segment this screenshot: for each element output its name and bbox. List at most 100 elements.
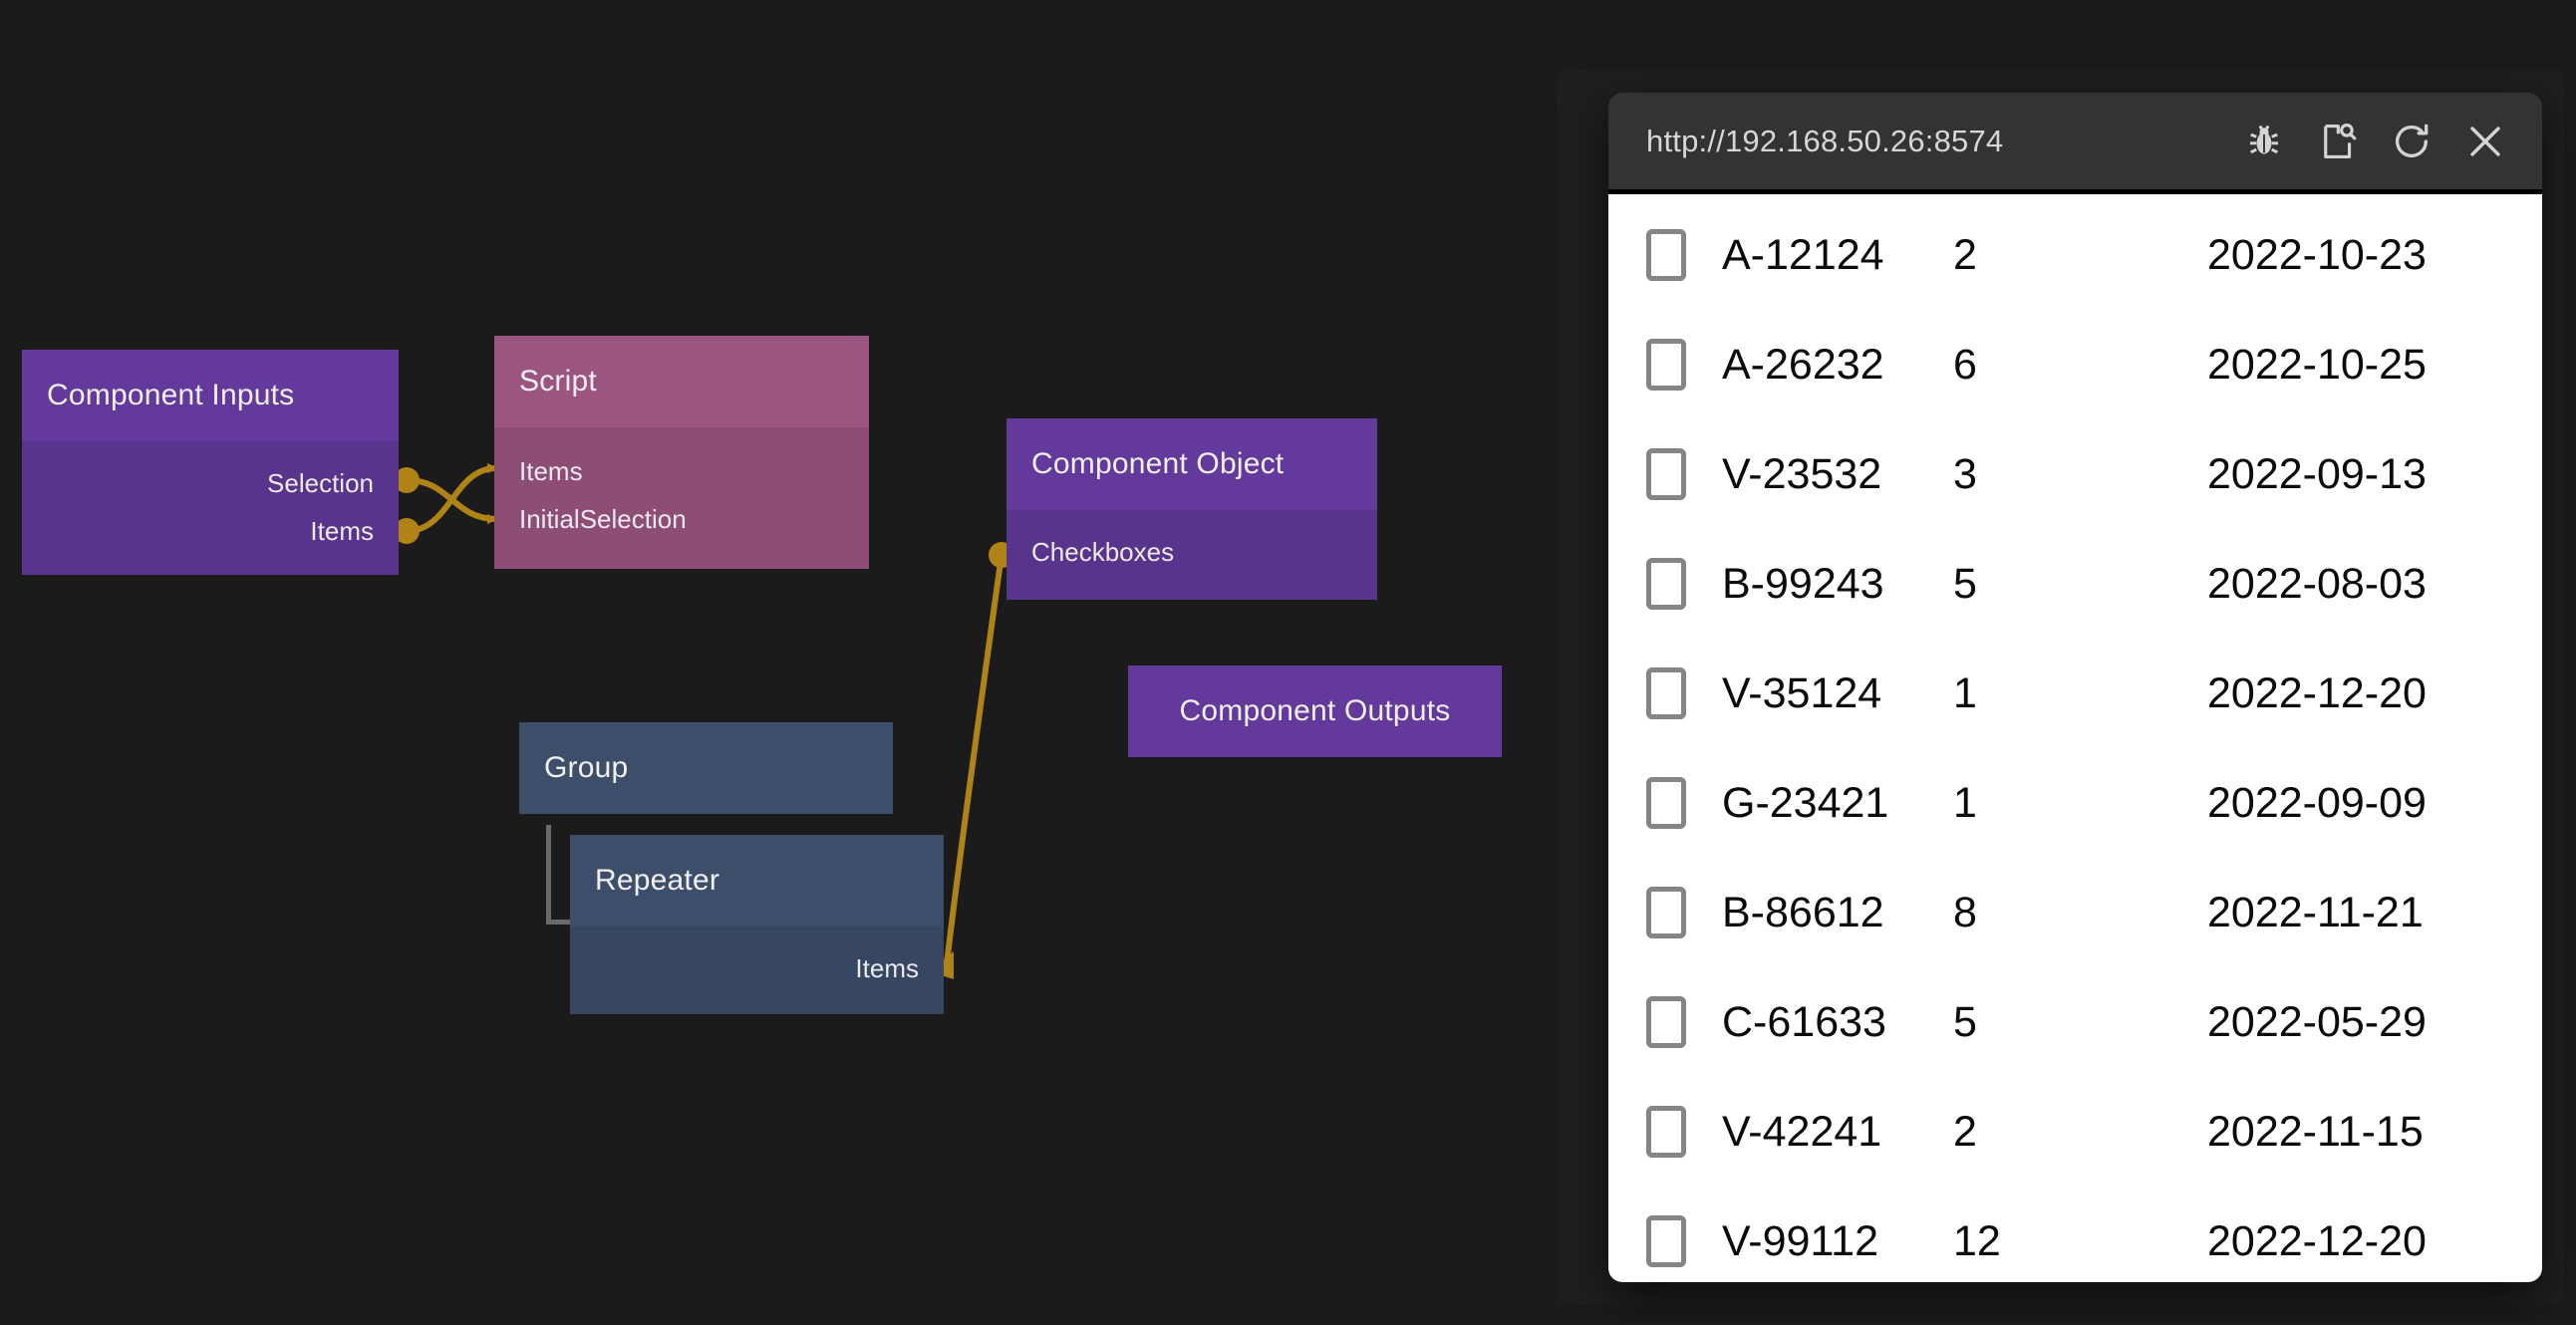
row-quantity: 5 bbox=[1953, 997, 1977, 1046]
row-date: 2022-08-03 bbox=[2207, 559, 2427, 608]
page-inspect-icon[interactable] bbox=[2307, 111, 2369, 172]
port-selection-label: Selection bbox=[267, 467, 374, 498]
port-repeater-items-label: Items bbox=[855, 952, 919, 983]
row-quantity: 6 bbox=[1953, 340, 1977, 389]
row-checkbox[interactable] bbox=[1646, 558, 1686, 610]
node-repeater-header: Repeater bbox=[570, 835, 944, 927]
node-component-inputs-header: Component Inputs bbox=[22, 350, 399, 441]
row-date: 2022-10-23 bbox=[2207, 230, 2427, 279]
node-component-inputs[interactable]: Component Inputs Selection Items bbox=[22, 350, 399, 575]
table-row[interactable]: V-23532 3 2022-09-13 bbox=[1608, 419, 2542, 529]
node-script-header: Script bbox=[494, 336, 869, 427]
port-checkboxes[interactable]: Checkboxes bbox=[1006, 528, 1377, 576]
row-quantity: 3 bbox=[1953, 449, 1977, 498]
table-row[interactable]: V-99112 12 2022-12-20 bbox=[1608, 1187, 2542, 1282]
node-script-body: Items InitialSelection bbox=[494, 427, 869, 569]
connection-edge-layer bbox=[394, 463, 1014, 979]
row-quantity: 2 bbox=[1953, 1107, 1977, 1156]
row-code: V-23532 bbox=[1722, 449, 1882, 498]
row-checkbox[interactable] bbox=[1646, 448, 1686, 500]
edge-selection-to-initialselection bbox=[406, 477, 498, 524]
table-row[interactable]: V-42241 2 2022-11-15 bbox=[1608, 1077, 2542, 1187]
row-code: A-12124 bbox=[1722, 230, 1884, 279]
node-group-header: Group bbox=[519, 722, 893, 814]
table-row[interactable]: B-99243 5 2022-08-03 bbox=[1608, 529, 2542, 639]
row-checkbox[interactable] bbox=[1646, 887, 1686, 938]
row-checkbox[interactable] bbox=[1646, 1215, 1686, 1267]
row-date: 2022-10-25 bbox=[2207, 340, 2427, 389]
row-code: V-99112 bbox=[1722, 1216, 1879, 1265]
node-component-object[interactable]: Component Object Checkboxes bbox=[1006, 418, 1377, 600]
row-checkbox[interactable] bbox=[1646, 996, 1686, 1048]
port-items[interactable]: Items bbox=[22, 507, 399, 555]
table-row[interactable]: B-86612 8 2022-11-21 bbox=[1608, 858, 2542, 967]
port-repeater-items[interactable]: Items bbox=[570, 944, 944, 992]
table-row[interactable]: G-23421 1 2022-09-09 bbox=[1608, 748, 2542, 858]
row-checkbox[interactable] bbox=[1646, 777, 1686, 829]
edge-checkboxes-to-repeater-items bbox=[944, 554, 1004, 965]
row-code: G-23421 bbox=[1722, 778, 1889, 827]
reload-icon[interactable] bbox=[2381, 111, 2442, 172]
row-code: V-42241 bbox=[1722, 1107, 1882, 1156]
row-checkbox[interactable] bbox=[1646, 229, 1686, 281]
node-component-object-body: Checkboxes bbox=[1006, 510, 1377, 600]
row-checkbox[interactable] bbox=[1646, 667, 1686, 719]
browser-url-text[interactable]: http://192.168.50.26:8574 bbox=[1646, 123, 2004, 158]
row-quantity: 8 bbox=[1953, 888, 1977, 936]
node-graph-canvas[interactable]: Component Inputs Selection Items Script … bbox=[0, 0, 1604, 1325]
group-child-bracket bbox=[546, 825, 576, 925]
node-component-inputs-title: Component Inputs bbox=[47, 379, 295, 411]
port-script-initialselection[interactable]: InitialSelection bbox=[494, 495, 869, 543]
port-items-label: Items bbox=[310, 515, 374, 546]
row-date: 2022-11-15 bbox=[2207, 1107, 2424, 1156]
row-quantity: 12 bbox=[1953, 1216, 2001, 1265]
row-date: 2022-09-13 bbox=[2207, 449, 2427, 498]
port-script-items-label: Items bbox=[519, 455, 583, 486]
node-group-title: Group bbox=[544, 751, 629, 784]
row-code: C-61633 bbox=[1722, 997, 1886, 1046]
row-quantity: 1 bbox=[1953, 778, 1977, 827]
row-code: V-35124 bbox=[1722, 668, 1882, 717]
port-checkboxes-label: Checkboxes bbox=[1031, 536, 1175, 567]
node-script[interactable]: Script Items InitialSelection bbox=[494, 336, 869, 569]
row-date: 2022-12-20 bbox=[2207, 1216, 2427, 1265]
row-code: B-86612 bbox=[1722, 888, 1884, 936]
row-checkbox[interactable] bbox=[1646, 1106, 1686, 1158]
port-script-items[interactable]: Items bbox=[494, 447, 869, 495]
node-component-inputs-body: Selection Items bbox=[22, 441, 399, 575]
row-quantity: 1 bbox=[1953, 668, 1977, 717]
table-row[interactable]: A-12124 2 2022-10-23 bbox=[1608, 200, 2542, 310]
node-component-object-title: Component Object bbox=[1031, 447, 1285, 480]
row-quantity: 5 bbox=[1953, 559, 1977, 608]
node-group[interactable]: Group bbox=[519, 722, 893, 814]
browser-preview-panel[interactable]: http://192.168.50.26:8574 bbox=[1608, 93, 2542, 1282]
node-component-outputs[interactable]: Component Outputs bbox=[1128, 665, 1502, 757]
table-row[interactable]: C-61633 5 2022-05-29 bbox=[1608, 967, 2542, 1077]
row-quantity: 2 bbox=[1953, 230, 1977, 279]
browser-toolbar: http://192.168.50.26:8574 bbox=[1608, 93, 2542, 189]
row-checkbox[interactable] bbox=[1646, 339, 1686, 391]
node-component-outputs-title: Component Outputs bbox=[1179, 694, 1451, 727]
edge-items-to-items bbox=[406, 463, 498, 534]
close-icon[interactable] bbox=[2454, 111, 2516, 172]
browser-toolbar-divider bbox=[1608, 189, 2542, 194]
bug-icon[interactable] bbox=[2233, 111, 2295, 172]
port-script-initialselection-label: InitialSelection bbox=[519, 503, 687, 534]
node-repeater-title: Repeater bbox=[595, 864, 720, 897]
row-date: 2022-11-21 bbox=[2207, 888, 2424, 936]
node-component-outputs-header: Component Outputs bbox=[1128, 665, 1502, 757]
row-code: B-99243 bbox=[1722, 559, 1884, 608]
table-row[interactable]: A-26232 6 2022-10-25 bbox=[1608, 310, 2542, 419]
row-code: A-26232 bbox=[1722, 340, 1884, 389]
port-selection[interactable]: Selection bbox=[22, 459, 399, 507]
node-repeater-body: Items bbox=[570, 927, 944, 1014]
node-component-object-header: Component Object bbox=[1006, 418, 1377, 510]
node-repeater[interactable]: Repeater Items bbox=[570, 835, 944, 1014]
row-date: 2022-09-09 bbox=[2207, 778, 2427, 827]
node-script-title: Script bbox=[519, 365, 597, 398]
row-date: 2022-05-29 bbox=[2207, 997, 2427, 1046]
